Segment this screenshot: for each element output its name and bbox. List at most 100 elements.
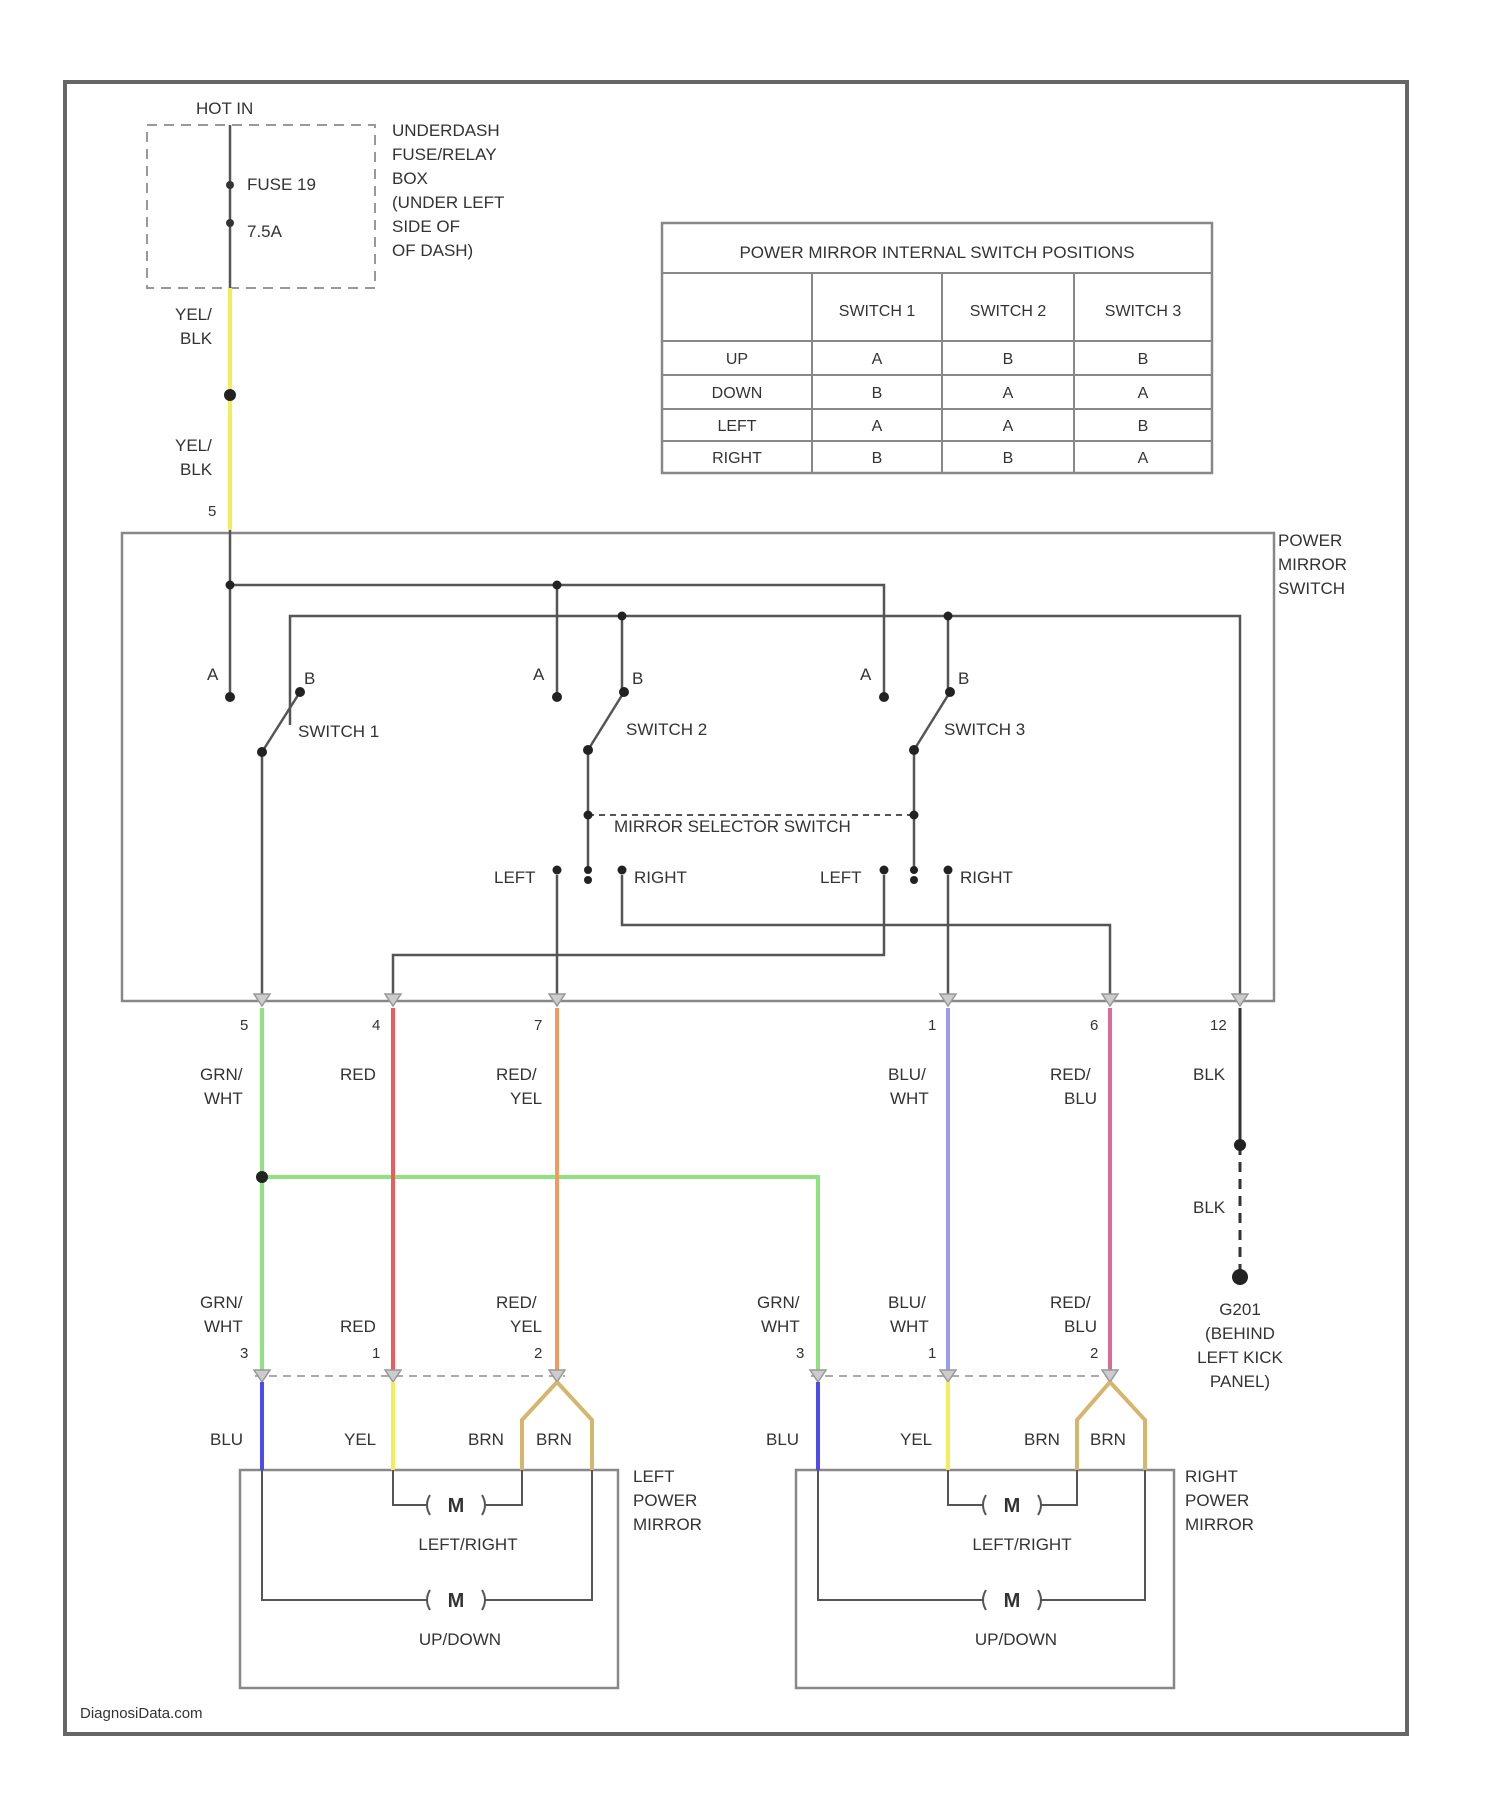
label-grn-wht-6: WHT [761,1317,800,1336]
fuse-box-label-1: UNDERDASH [392,121,500,140]
table-cell: A [872,351,883,368]
switch-pin-6: 6 [1090,1017,1098,1034]
supply-wire: YEL/ BLK YEL/ BLK 5 [175,288,236,530]
right-blu-label: BLU [766,1430,799,1449]
label-red-2: RED [340,1317,376,1336]
selector-right-2: RIGHT [960,868,1013,887]
selector-left-2: LEFT [820,868,862,887]
label-red-blu-4: BLU [1064,1317,1097,1336]
left-blu-label: BLU [210,1430,243,1449]
label-red-blu-3: RED/ [1050,1293,1091,1312]
right-ud-label: UP/DOWN [975,1630,1057,1649]
table-cell: A [1138,450,1149,467]
supply-splice [224,389,236,401]
table-title: POWER MIRROR INTERNAL SWITCH POSITIONS [739,243,1134,262]
rm-pin-1: 1 [928,1345,936,1362]
switch-pin-4: 4 [372,1017,380,1034]
switch-outline [122,533,1274,1001]
right-lr-motor-icon: M [1004,1495,1021,1517]
table-cell: A [1003,418,1014,435]
table-cell: A [872,418,883,435]
table-row-up: UP [726,351,748,368]
selector-left-1: LEFT [494,868,536,887]
label-blu-wht-1: BLU/ [888,1065,926,1084]
power-mirror-switch: POWER MIRROR SWITCH [122,530,1347,1001]
footer-watermark: DiagnosiData.com [80,1705,203,1722]
table-cell: B [1003,450,1014,467]
supply-wire-color-4: BLK [180,460,213,479]
table-cell: B [1138,418,1149,435]
right-brn-label-2: BRN [1090,1430,1126,1449]
wire-labels: GRN/ WHT RED RED/ YEL BLU/ WHT RED/ BLU … [200,1065,1226,1336]
rm-pin-2: 2 [1090,1345,1098,1362]
table-row-right: RIGHT [712,450,762,467]
table-col-2: SWITCH 2 [970,303,1047,320]
switch3-name: SWITCH 3 [944,720,1025,739]
right-mirror-label-2: POWER [1185,1491,1249,1510]
switch-label-1: POWER [1278,531,1342,550]
fuse-box-label-5: SIDE OF [392,217,460,236]
label-blk-2: BLK [1193,1198,1226,1217]
left-mirror-label-1: LEFT [633,1467,675,1486]
fuse-box-label-2: FUSE/RELAY [392,145,497,164]
left-mirror-outline [240,1470,618,1688]
label-blu-wht-4: WHT [890,1317,929,1336]
table-col-3: SWITCH 3 [1105,303,1182,320]
supply-wire-color-1: YEL/ [175,305,212,324]
supply-wire-color-2: BLK [180,329,213,348]
ground-label-3: LEFT KICK [1197,1348,1283,1367]
switch-label-2: MIRROR [1278,555,1347,574]
fuse-box-label-4: (UNDER LEFT [392,193,504,212]
left-ud-motor-icon: M [448,1590,465,1612]
switch-pin-5: 5 [240,1017,248,1034]
right-mirror-outline [796,1470,1174,1688]
fuse-name: FUSE 19 [247,175,316,194]
fuse-terminal-bottom [226,219,234,227]
left-brn-label-1: BRN [468,1430,504,1449]
ground-label-4: PANEL) [1210,1372,1270,1391]
ground-label-2: (BEHIND [1205,1324,1275,1343]
fuse-rating: 7.5A [247,222,283,241]
right-ud-motor-icon: M [1004,1590,1021,1612]
mirror-connectors: 3 1 2 3 1 2 [240,1345,1118,1382]
table-cell: B [872,385,883,402]
switch-pin-7: 7 [534,1017,542,1034]
label-red: RED [340,1065,376,1084]
switch2-name: SWITCH 2 [626,720,707,739]
right-lr-label: LEFT/RIGHT [972,1535,1071,1554]
switch1-a: A [207,665,219,684]
ground-point [1232,1269,1248,1285]
right-mirror-label-3: MIRROR [1185,1515,1254,1534]
wire-grn-wht-branch [262,1177,818,1370]
ground-label-1: G201 [1219,1300,1261,1319]
table-cell: A [1138,385,1149,402]
fuse-box-label-3: BOX [392,169,428,188]
selector-label: MIRROR SELECTOR SWITCH [614,817,851,836]
left-mirror-label-2: POWER [633,1491,697,1510]
table-cell: B [1003,351,1014,368]
table-cell: B [1138,351,1149,368]
label-red-yel-4: YEL [510,1317,542,1336]
ground-label: G201 (BEHIND LEFT KICK PANEL) [1197,1300,1283,1391]
label-blu-wht-2: WHT [890,1089,929,1108]
table-col-1: SWITCH 1 [839,303,916,320]
right-mirror-label-1: RIGHT [1185,1467,1238,1486]
switch3-b: B [958,669,969,688]
switch-label-3: SWITCH [1278,579,1345,598]
table-cell: A [1003,385,1014,402]
right-power-mirror: M M LEFT/RIGHT UP/DOWN BLU YEL BRN BRN R… [766,1382,1254,1688]
grn-wht-splice [256,1171,268,1183]
supply-pin: 5 [208,503,216,520]
switch1-b: B [304,669,315,688]
fuse-terminal-top [226,181,234,189]
label-red-blu-1: RED/ [1050,1065,1091,1084]
switch-pin-1: 1 [928,1017,936,1034]
switch2-b: B [632,669,643,688]
switch3-a: A [860,665,872,684]
lm-pin-1: 1 [372,1345,380,1362]
switch2-a: A [533,665,545,684]
label-red-blu-2: BLU [1064,1089,1097,1108]
label-grn-wht-4: WHT [204,1317,243,1336]
supply-wire-color-3: YEL/ [175,436,212,455]
